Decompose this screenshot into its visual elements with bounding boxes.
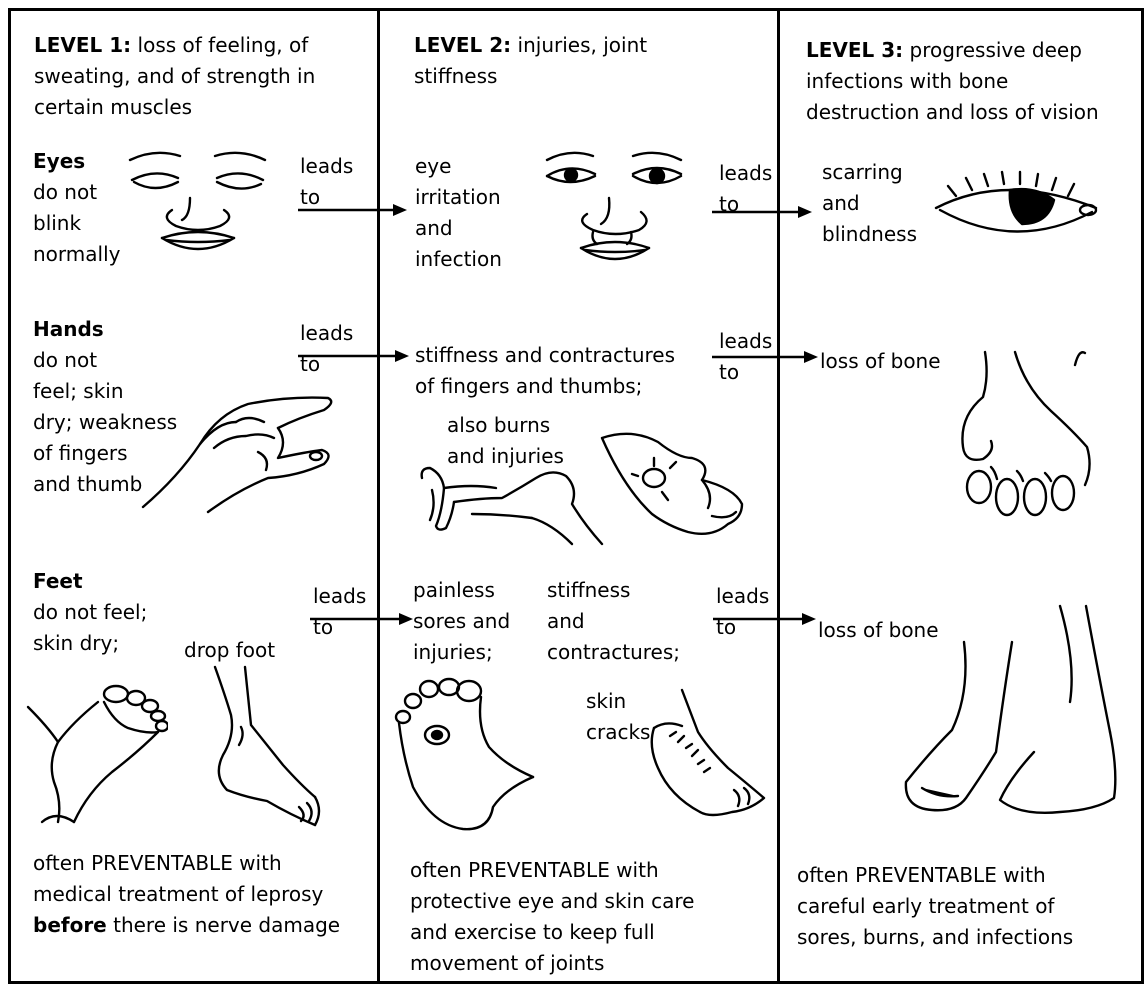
drop-foot-icon — [205, 665, 330, 830]
level2-heading: LEVEL 2: injuries, joint stiffness — [414, 30, 764, 92]
arrow-label-hands-2: leads to — [719, 326, 772, 388]
level1-footer: often PREVENTABLE with medical treatment… — [33, 848, 373, 941]
foot-cracks-icon — [640, 686, 770, 826]
level1-heading: LEVEL 1: loss of feeling, of sweating, a… — [34, 30, 374, 123]
contracted-hand-icon — [412, 428, 762, 553]
bone-loss-feet-icon — [900, 602, 1120, 822]
arrow-label-eyes-1: leads to — [300, 151, 353, 213]
level2-eyes-text: eye irritation and infection — [415, 151, 502, 275]
arrow-label-hands-1: leads to — [300, 318, 353, 380]
scarred-eye-icon — [926, 166, 1106, 246]
level1-feet-text: do not feel; skin dry; — [33, 597, 147, 659]
weak-hand-icon — [138, 392, 338, 517]
foot-sole-icon — [18, 682, 168, 827]
arrow-label-feet-2: leads to — [716, 581, 769, 643]
level2-feet-text-a: painless sores and injuries; — [413, 575, 510, 668]
level1-eyes-text: do not blink normally — [33, 177, 120, 270]
face-eyes-closed-icon — [120, 138, 280, 273]
level2-feet-text-b: stiffness and contractures; — [547, 575, 680, 668]
face-eyes-open-icon — [535, 140, 695, 280]
level3-footer: often PREVENTABLE with careful early tre… — [797, 860, 1137, 953]
level2-hands-text: stiffness and contractures of fingers an… — [415, 340, 675, 402]
level3-hands-text: loss of bone — [820, 346, 941, 377]
level1-feet-note: drop foot — [184, 635, 275, 666]
bone-loss-hand-icon — [955, 347, 1105, 522]
level3-eyes-text: scarring and blindness — [822, 157, 917, 250]
arrow-label-eyes-2: leads to — [719, 158, 772, 220]
level1-eyes-title: Eyes — [33, 146, 85, 177]
foot-sore-icon — [393, 677, 538, 837]
arrow-label-feet-1: leads to — [313, 581, 366, 643]
level1-hands-title: Hands — [33, 314, 104, 345]
level2-footer: often PREVENTABLE with protective eye an… — [410, 855, 770, 979]
level1-feet-title: Feet — [33, 566, 83, 597]
level3-heading: LEVEL 3: progressive deep infections wit… — [806, 35, 1141, 128]
